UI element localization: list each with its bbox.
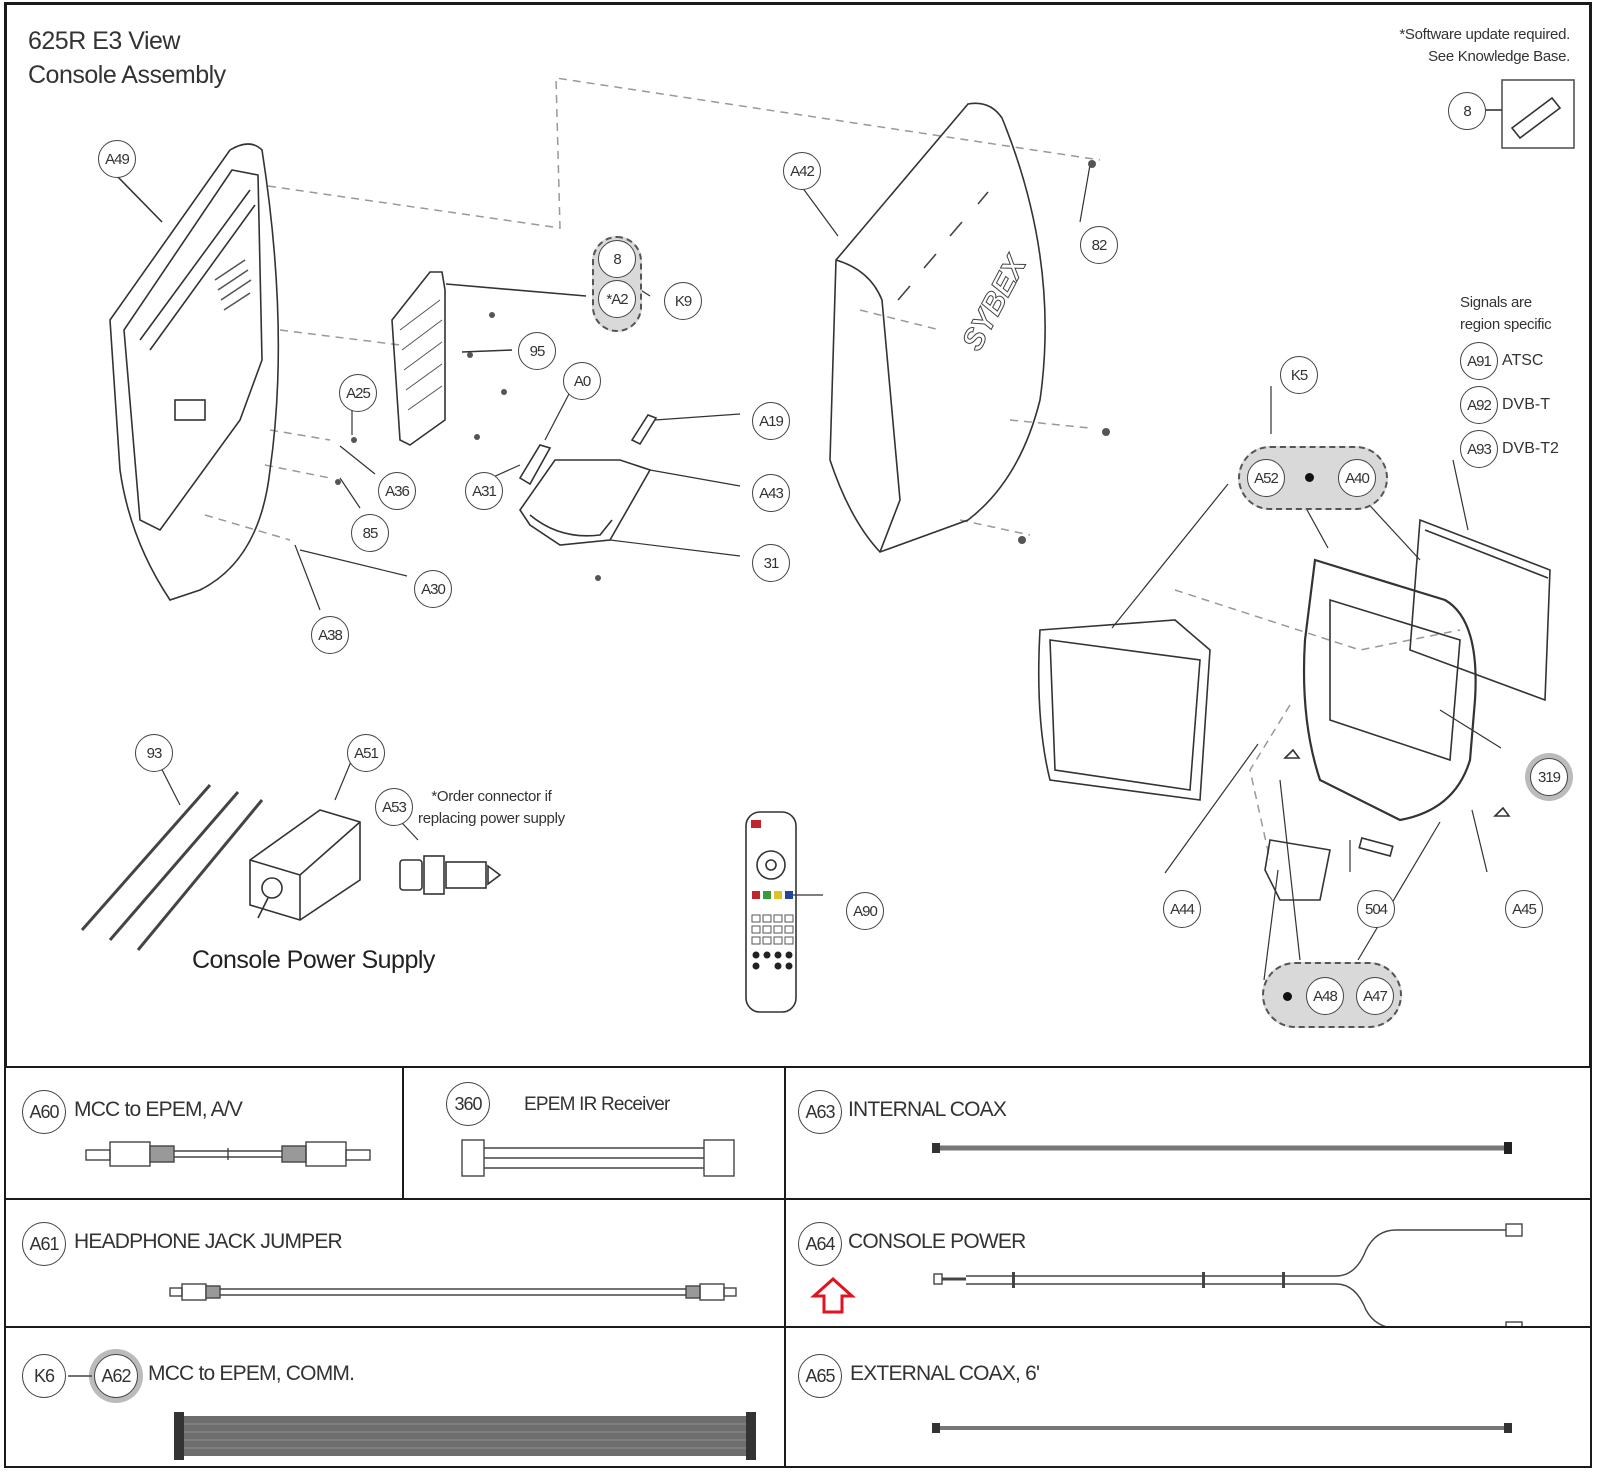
av-cable-icon [85, 1141, 371, 1167]
software-note-line1: *Software update required. [1399, 26, 1570, 43]
callout-a61[interactable]: A61 [22, 1222, 66, 1266]
cable-cell-a62: K6 A62 MCC to EPEM, COMM. [4, 1326, 786, 1468]
callout-a92[interactable]: A92 [1460, 386, 1498, 424]
callout-319[interactable]: 319 [1530, 758, 1568, 796]
cable-label: EPEM IR Receiver [524, 1094, 670, 1115]
callout-a40[interactable]: A40 [1338, 459, 1376, 497]
callout-a45[interactable]: A45 [1505, 890, 1543, 928]
cable-parts-table: A60 MCC to EPEM, A/V 360 EPEM IR Receive… [4, 1066, 1592, 1468]
connector-note: *Order connector if replacing power supp… [418, 786, 565, 830]
callout-504[interactable]: 504 [1357, 890, 1395, 928]
internal-coax-icon [932, 1142, 1512, 1154]
control-board-part [391, 271, 446, 446]
callout-a47[interactable]: A47 [1356, 977, 1394, 1015]
cable-label: HEADPHONE JACK JUMPER [74, 1230, 343, 1253]
cable-cell-a63: A63 INTERNAL COAX [784, 1066, 1592, 1200]
signals-note: Signals are region specific [1460, 292, 1552, 336]
callout-k6[interactable]: K6 [22, 1354, 66, 1398]
exploded-view-drawing: SYBEX [80, 77, 1575, 1013]
callout-85[interactable]: 85 [351, 514, 389, 552]
power-supply-part [249, 809, 361, 921]
callout-360[interactable]: 360 [446, 1082, 490, 1126]
highlight-arrow-icon [810, 1276, 856, 1314]
callout-a38[interactable]: A38 [311, 616, 349, 654]
callout-a43[interactable]: A43 [752, 474, 790, 512]
arrow-up-icon [810, 1276, 856, 1314]
k5-group-dot [1305, 473, 1314, 482]
callout-a44[interactable]: A44 [1163, 890, 1201, 928]
title-assembly: Console Assembly [28, 61, 226, 89]
callout-a62[interactable]: A62 [94, 1354, 138, 1398]
callout-a64[interactable]: A64 [798, 1222, 842, 1266]
cable-cell-a65: A65 EXTERNAL COAX, 6' [784, 1326, 1592, 1468]
callout-a36[interactable]: A36 [378, 472, 416, 510]
callout-a31[interactable]: A31 [465, 472, 503, 510]
callout-a91[interactable]: A91 [1460, 342, 1498, 380]
console-power-cable-icon [933, 1223, 1523, 1330]
callout-k5[interactable]: K5 [1280, 356, 1318, 394]
cable-label: EXTERNAL COAX, 6' [850, 1362, 1040, 1385]
callout-a2[interactable]: *A2 [598, 280, 636, 318]
callout-a51[interactable]: A51 [347, 734, 385, 772]
cable-cell-360: 360 EPEM IR Receiver [402, 1066, 786, 1200]
connector-note-line1: *Order connector if [431, 788, 552, 805]
cable-label: CONSOLE POWER [848, 1230, 1026, 1253]
callout-82[interactable]: 82 [1080, 226, 1118, 264]
signal-label: DVB-T [1502, 396, 1550, 413]
ir-receiver-cable-icon [461, 1139, 735, 1177]
bottom-group-dot [1283, 992, 1292, 1001]
signals-note-line1: Signals are [1460, 294, 1532, 311]
callout-k9[interactable]: K9 [664, 282, 702, 320]
callout-a30[interactable]: A30 [414, 570, 452, 608]
cable-cell-a60: A60 MCC to EPEM, A/V [4, 1066, 404, 1200]
power-connector-part [399, 855, 502, 895]
cable-label: MCC to EPEM, COMM. [148, 1362, 355, 1385]
signal-row-dvb-t2: A93 DVB-T2 [1460, 430, 1559, 468]
callout-a90[interactable]: A90 [846, 892, 884, 930]
callout-93[interactable]: 93 [135, 734, 173, 772]
software-update-note: *Software update required. See Knowledge… [1399, 24, 1570, 68]
callout-a42[interactable]: A42 [783, 152, 821, 190]
callout-a63[interactable]: A63 [798, 1090, 842, 1134]
callout-usb-8[interactable]: 8 [1448, 92, 1486, 130]
callout-a49[interactable]: A49 [98, 140, 136, 178]
console-hood-part [829, 102, 1046, 553]
callout-a53[interactable]: A53 [375, 788, 413, 826]
signals-note-line2: region specific [1460, 316, 1552, 333]
title-model: 625R E3 View [28, 27, 180, 55]
callout-a19[interactable]: A19 [752, 402, 790, 440]
callout-95[interactable]: 95 [518, 332, 556, 370]
comm-ribbon-cable-icon [68, 1375, 756, 1460]
connector-note-line2: replacing power supply [418, 810, 565, 827]
software-note-line2: See Knowledge Base. [1428, 48, 1570, 65]
diagram-title: 625R E3 View Console Assembly [28, 24, 226, 92]
callout-31[interactable]: 31 [752, 544, 790, 582]
cable-label: MCC to EPEM, A/V [74, 1098, 243, 1121]
headphone-jumper-icon [169, 1283, 737, 1301]
cable-cell-a61: A61 HEADPHONE JACK JUMPER [4, 1198, 786, 1328]
callout-a60[interactable]: A60 [22, 1090, 66, 1134]
cable-cell-a64: A64 CONSOLE POWER [784, 1198, 1592, 1330]
callout-8[interactable]: 8 [598, 240, 636, 278]
callout-a0[interactable]: A0 [563, 362, 601, 400]
cable-label: INTERNAL COAX [848, 1098, 1007, 1121]
brand-logo: SYBEX [956, 249, 1034, 356]
callout-a65[interactable]: A65 [798, 1354, 842, 1398]
callout-a93[interactable]: A93 [1460, 430, 1498, 468]
remote-control-part [745, 811, 797, 1013]
power-supply-label: Console Power Supply [192, 946, 435, 974]
signal-row-atsc: A91 ATSC [1460, 342, 1543, 380]
signal-row-dvb-t: A92 DVB-T [1460, 386, 1550, 424]
signal-label: ATSC [1502, 352, 1544, 369]
external-coax-icon [932, 1423, 1512, 1433]
callout-a25[interactable]: A25 [339, 374, 377, 412]
callout-a52[interactable]: A52 [1247, 459, 1285, 497]
signal-label: DVB-T2 [1502, 440, 1559, 457]
console-bezel-part [109, 143, 280, 601]
callout-a48[interactable]: A48 [1306, 977, 1344, 1015]
